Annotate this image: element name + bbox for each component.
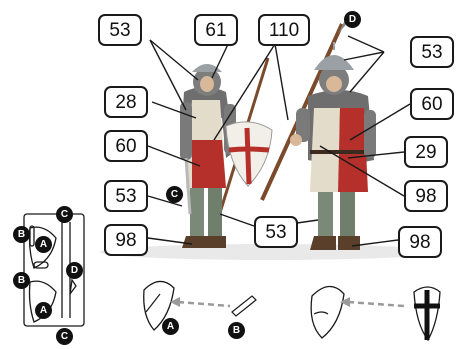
badge-a-sprue-bottom: A <box>35 302 52 319</box>
badge-a-shield: A <box>162 318 179 335</box>
sprue-frame <box>23 213 85 327</box>
badge-a-sprue-top: A <box>35 236 52 253</box>
badge-b-sprue-top: B <box>13 226 30 243</box>
callout-98-tabard: 98 <box>404 180 448 212</box>
callout-53-helmet: 53 <box>98 14 142 46</box>
callout-60-tabard-left: 60 <box>104 130 148 162</box>
badge-d-spearhead: D <box>344 11 361 28</box>
callout-110-spear: 110 <box>258 14 310 46</box>
badge-c-sprue-bottom: C <box>56 328 73 345</box>
callout-61-face: 61 <box>194 14 238 46</box>
badge-c-sprue-top: C <box>56 206 73 223</box>
step-shield-strap <box>143 280 257 331</box>
badge-c-sword: C <box>166 186 183 203</box>
badge-d-sprue: D <box>66 262 83 279</box>
leader-lines <box>147 35 411 247</box>
callout-29-belt: 29 <box>404 136 448 168</box>
soldier-right-figure <box>260 14 376 250</box>
soldier-left-figure <box>180 57 273 248</box>
step-shield-cross <box>310 285 441 342</box>
callout-98-boots-left: 98 <box>104 224 148 256</box>
callout-53-legs: 53 <box>254 216 298 248</box>
callout-53-sword: 53 <box>104 180 148 212</box>
badge-b-sprue-bottom: B <box>13 272 30 289</box>
badge-b-strap: B <box>228 322 245 339</box>
callout-98-boots-right: 98 <box>398 226 442 258</box>
callout-60-tabard-right: 60 <box>410 88 454 120</box>
callout-53-mail: 53 <box>410 36 454 68</box>
callout-28-tabard: 28 <box>104 86 148 118</box>
